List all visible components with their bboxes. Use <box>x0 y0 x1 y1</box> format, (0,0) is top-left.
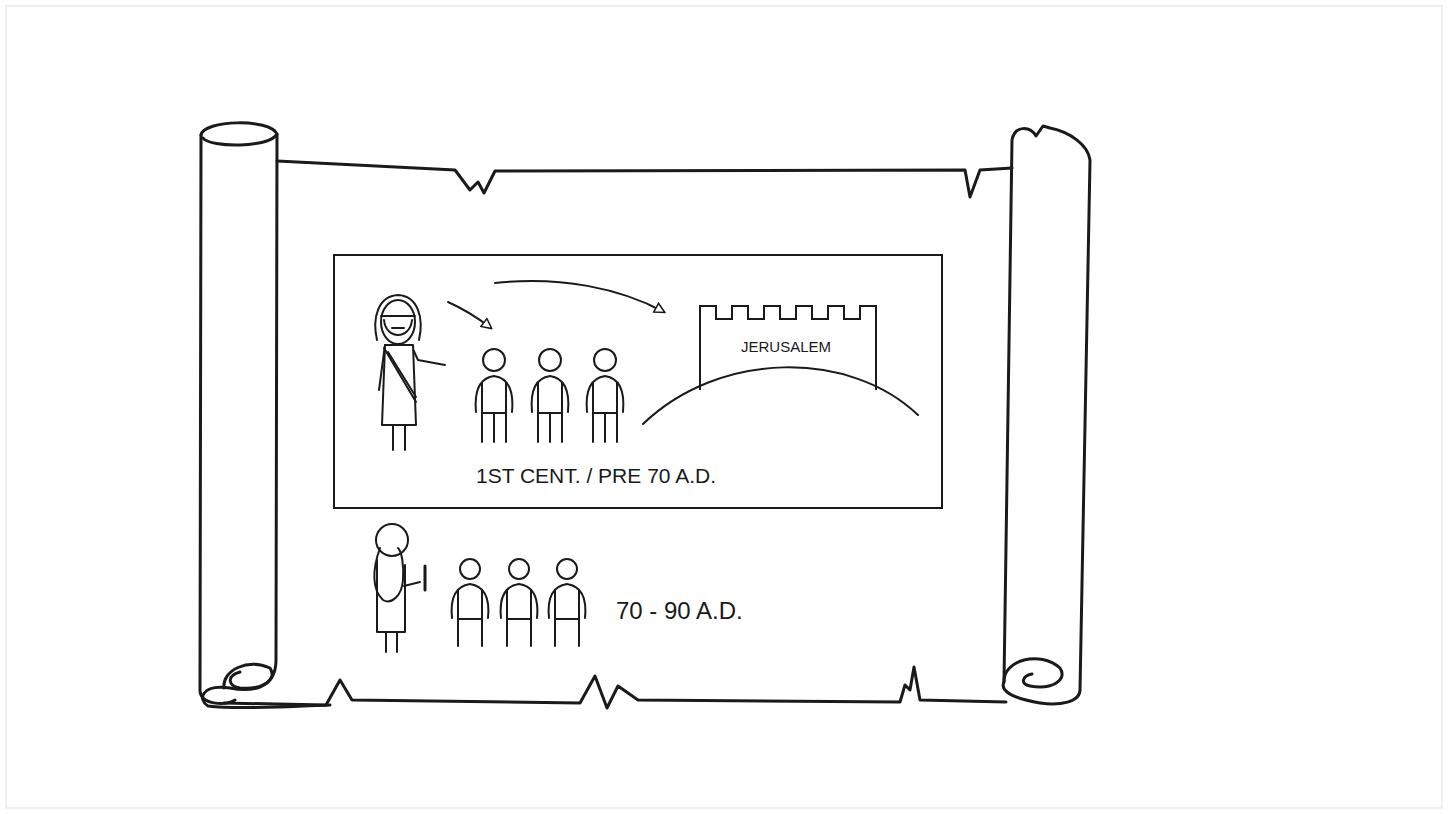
era-label: 1ST CENT. / PRE 70 A.D. <box>476 464 716 488</box>
wall-battlement <box>700 306 876 390</box>
city-wall: JERUSALEM <box>699 302 877 390</box>
city-name: JERUSALEM <box>741 338 831 355</box>
era-frame: 1ST CENT. / PRE 70 A.D. JERUSALEM <box>333 254 943 509</box>
era-label: 70 - 90 A.D. <box>616 597 743 625</box>
